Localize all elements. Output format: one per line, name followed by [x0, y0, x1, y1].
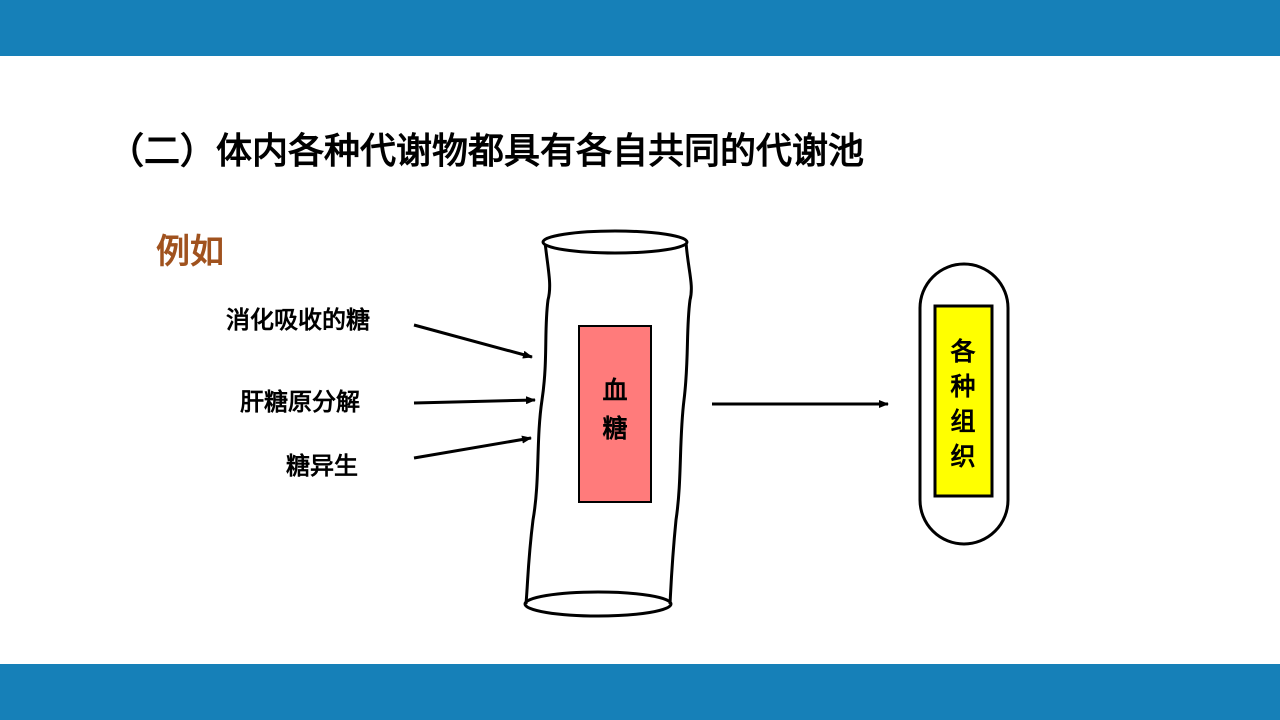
- arrow-gluconeogenesis-to-blood: [413, 435, 532, 460]
- blood-sugar-char-2: 糖: [602, 414, 628, 443]
- tissues-char-2: 种: [950, 372, 976, 401]
- example-label: 例如: [156, 232, 224, 272]
- blood-sugar-label: 血 糖: [580, 372, 650, 448]
- tissues-char-4: 织: [950, 442, 976, 471]
- vessel-body: [524, 241, 552, 605]
- tissues-label: 各 种 组 织: [936, 334, 990, 474]
- vessel-body-right: [668, 241, 693, 605]
- arrow-digestion-to-blood: [413, 323, 533, 359]
- source-digestion-absorption: 消化吸收的糖: [226, 306, 370, 334]
- tissues-char-1: 各: [950, 337, 976, 366]
- blood-sugar-char-1: 血: [602, 376, 628, 405]
- slide-title: （二）体内各种代谢物都具有各自共同的代谢池: [108, 131, 865, 172]
- source-glycogenolysis: 肝糖原分解: [240, 388, 360, 416]
- vessel-top-ellipse: [541, 229, 689, 255]
- source-gluconeogenesis: 糖异生: [286, 452, 358, 480]
- blood-sugar-box: [578, 325, 652, 503]
- arrow-glycogenolysis-to-blood: [413, 396, 536, 405]
- top-banner: [0, 0, 1280, 56]
- tissues-char-3: 组: [950, 407, 976, 436]
- tissues-box: [933, 304, 994, 498]
- vessel-bottom-ellipse: [523, 590, 673, 618]
- bottom-banner: [0, 664, 1280, 720]
